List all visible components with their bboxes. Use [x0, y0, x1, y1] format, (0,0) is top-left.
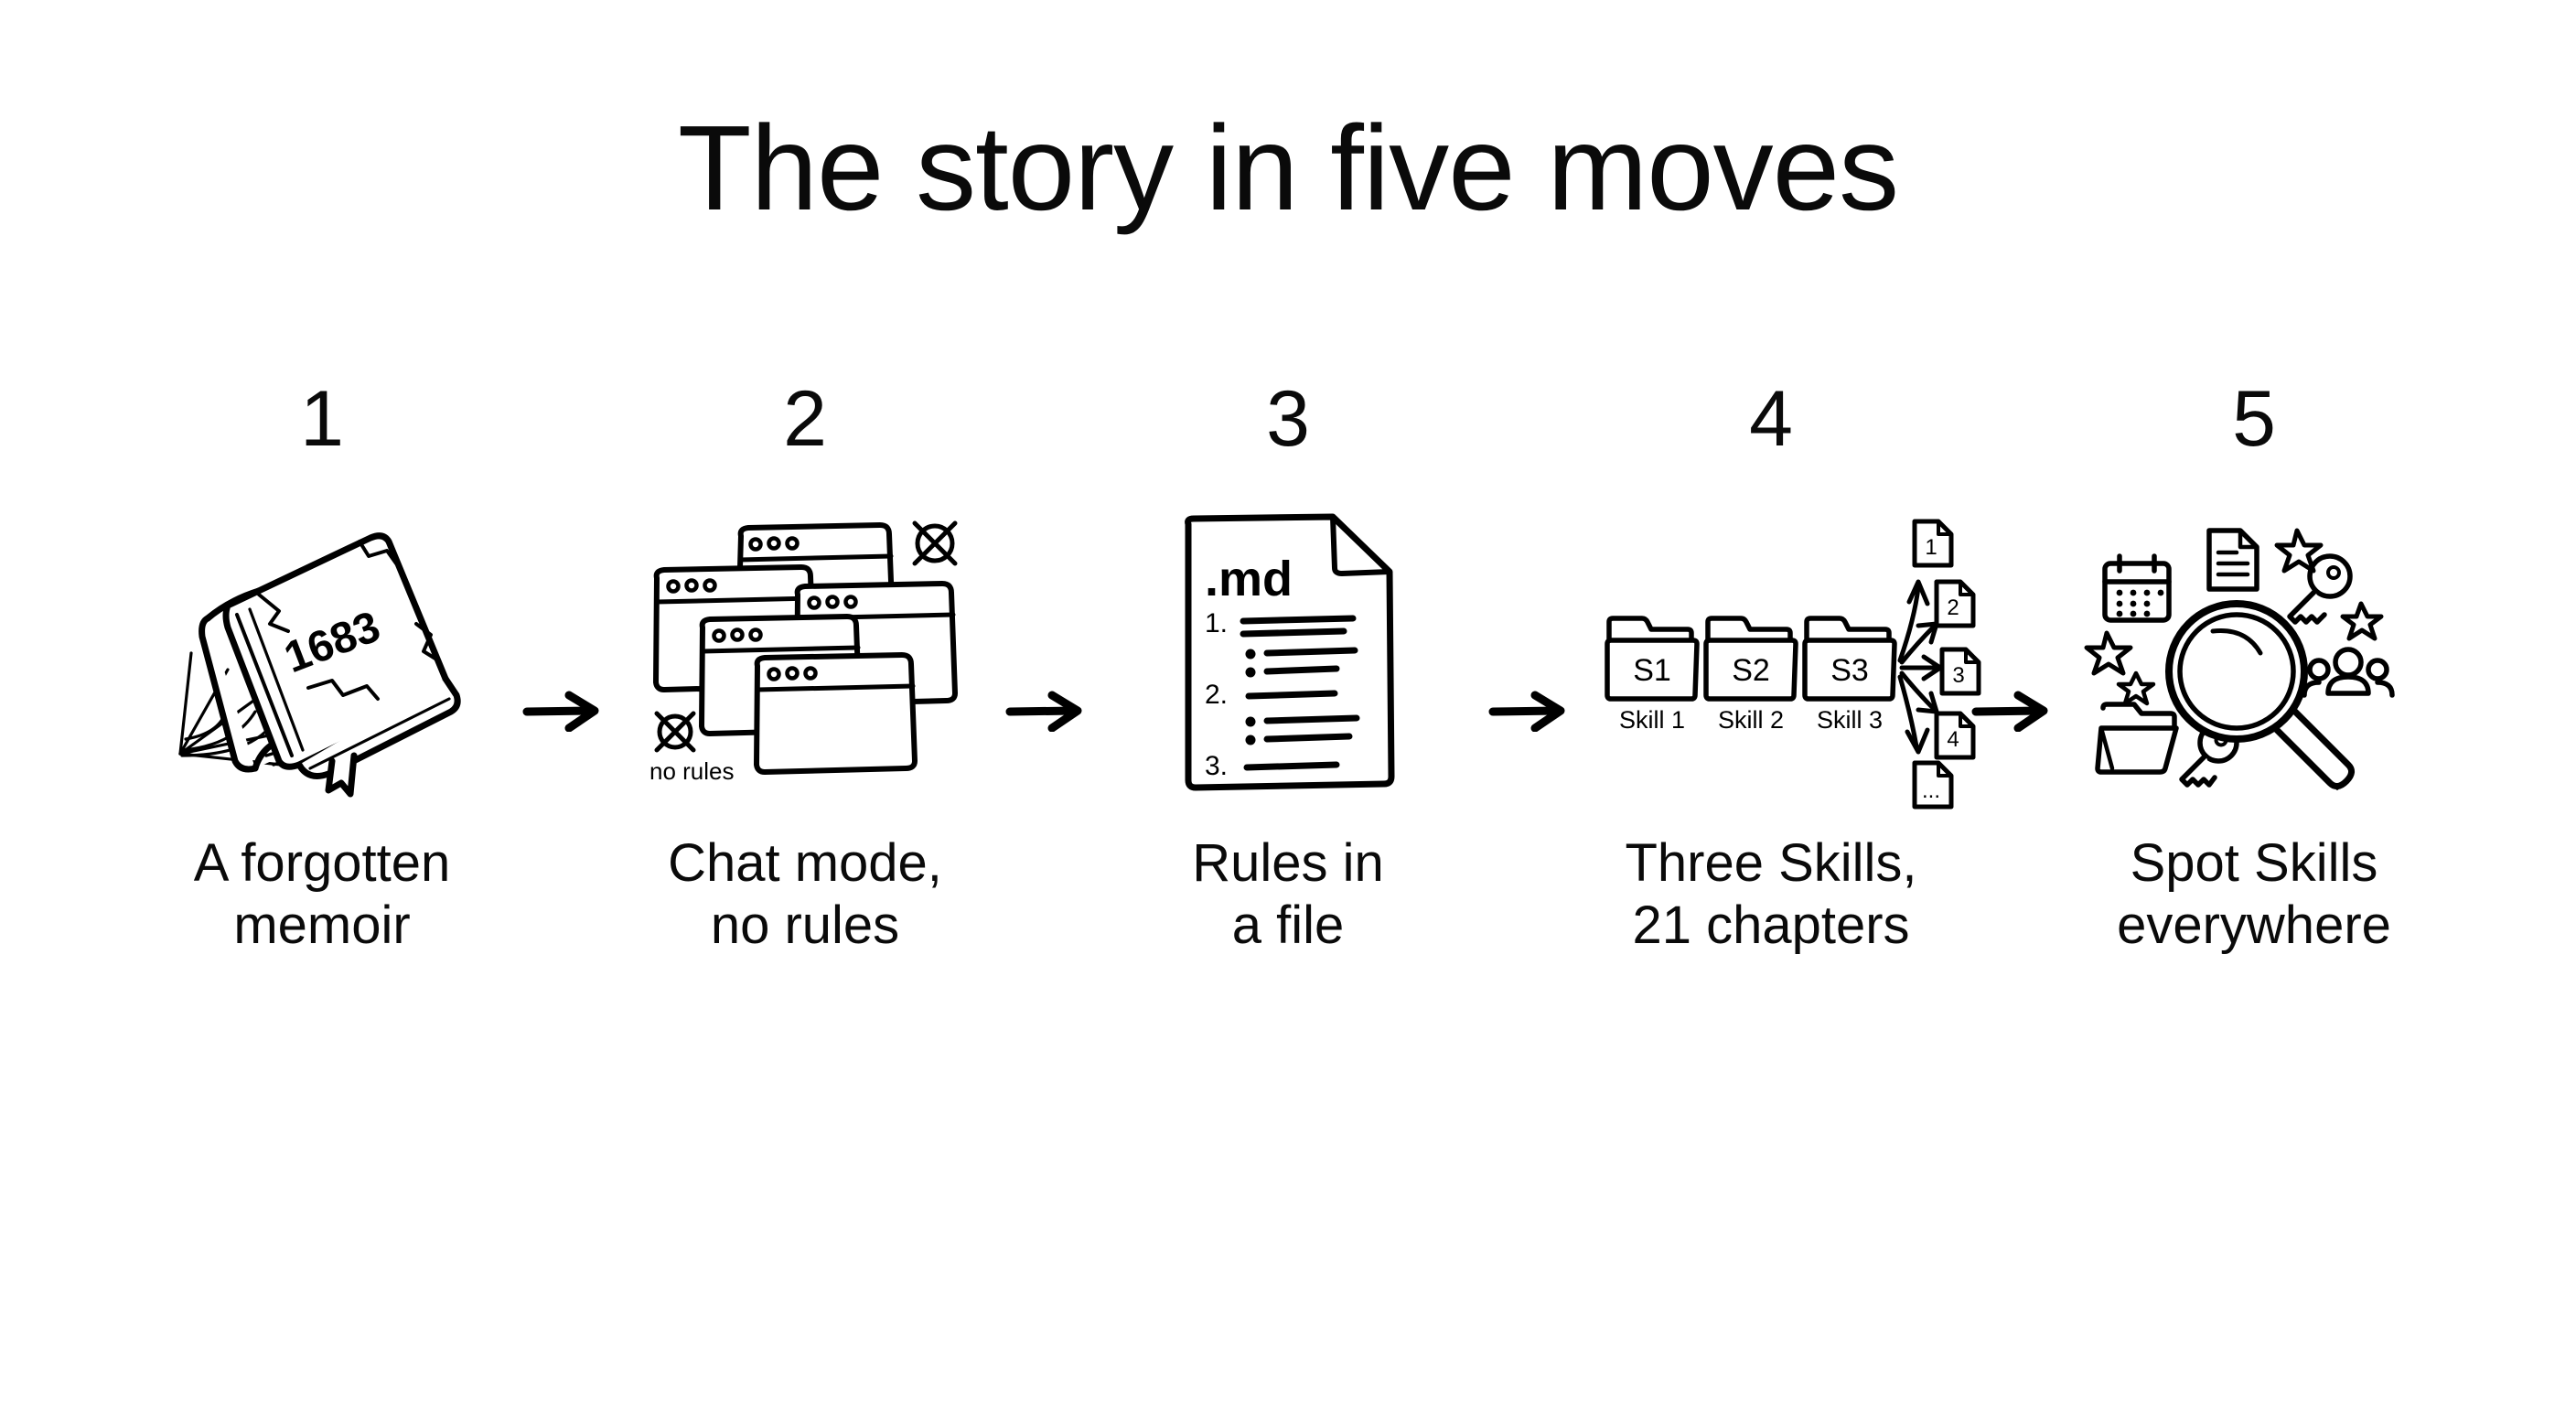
key-icon	[2287, 553, 2353, 625]
step-1: 1	[138, 375, 506, 957]
output-document: 2	[1934, 579, 1976, 628]
step-5-caption: Spot Skills everywhere	[2117, 833, 2391, 955]
open-folder-icon	[2095, 702, 2179, 775]
step-2-number: 2	[783, 375, 827, 463]
magnifier-icons-illustration	[2070, 516, 2438, 790]
arrow-2-to-3	[989, 375, 1104, 1034]
five-step-flow: 1	[0, 375, 2576, 1034]
svg-text:1: 1	[1925, 535, 1937, 560]
step-4-caption: Three Skills, 21 chapters	[1625, 833, 1917, 955]
svg-text:1.: 1.	[1205, 608, 1228, 638]
folder-tag: S2	[1732, 653, 1770, 688]
step-5: 5	[2070, 375, 2438, 957]
star-icon	[2084, 630, 2133, 676]
page-title: The story in five moves	[677, 101, 1899, 235]
arrow-4-to-5	[1955, 375, 2070, 1034]
no-symbol-icon	[912, 520, 958, 566]
step-2-caption: Chat mode, no rules	[668, 833, 942, 955]
skill-folder: S1 Skill 1	[1605, 616, 1700, 734]
arrow-right-icon	[522, 691, 599, 732]
folder-tag: S1	[1633, 653, 1671, 688]
no-rules-label: no rules	[649, 757, 735, 785]
md-extension-label: .md	[1205, 552, 1293, 606]
chat-windows-illustration: no rules	[621, 516, 989, 790]
svg-text:3: 3	[1952, 663, 1964, 688]
old-book-illustration: 1683	[138, 516, 506, 798]
step-3: 3 .md 1. 2.	[1104, 375, 1472, 957]
step-4-number: 4	[1749, 375, 1793, 463]
star-icon	[2340, 601, 2384, 641]
step-5-number: 5	[2232, 375, 2276, 463]
output-document: 3	[1939, 647, 1981, 696]
markdown-file-illustration: .md 1. 2. 3.	[1104, 513, 1472, 791]
calendar-icon	[2102, 553, 2172, 623]
document-icon	[2206, 528, 2259, 592]
folder-label: Skill 3	[1817, 706, 1883, 734]
skill-folder: S3 Skill 3	[1802, 616, 1897, 734]
output-document: 4	[1934, 711, 1976, 760]
step-1-number: 1	[300, 375, 344, 463]
people-group-icon	[2302, 647, 2395, 698]
chat-window	[754, 652, 918, 775]
star-icon	[2274, 528, 2324, 574]
md-list: 1. 2. 3.	[1205, 608, 1360, 781]
arrow-3-to-4	[1472, 375, 1587, 1034]
arrow-right-icon	[1971, 691, 2048, 732]
step-1-caption: A forgotten memoir	[193, 833, 451, 955]
output-document: 1	[1912, 519, 1954, 568]
arrow-right-icon	[1005, 691, 1082, 732]
svg-text:2: 2	[1947, 595, 1959, 620]
skill-folder: S2 Skill 2	[1703, 616, 1798, 734]
output-document: ...	[1912, 760, 1954, 810]
folder-tag: S3	[1830, 653, 1869, 688]
step-2: 2	[621, 375, 989, 957]
folder-label: Skill 1	[1619, 706, 1685, 734]
arrow-1-to-2	[506, 375, 621, 1034]
svg-text:4: 4	[1947, 727, 1959, 752]
step-3-caption: Rules in a file	[1192, 833, 1384, 955]
no-symbol-icon	[654, 711, 696, 753]
step-4: 4 S1 Skill 1 S2 Skill 2	[1587, 375, 1981, 957]
step-3-number: 3	[1266, 375, 1310, 463]
svg-text:2.: 2.	[1205, 680, 1228, 710]
arrow-right-icon	[1488, 691, 1565, 732]
star-icon	[2116, 670, 2156, 706]
skills-folders-illustration: S1 Skill 1 S2 Skill 2 S3 Skill 3	[1587, 516, 1981, 810]
svg-text:3.: 3.	[1205, 751, 1228, 781]
folder-label: Skill 2	[1718, 706, 1784, 734]
magnifying-glass-icon	[2165, 600, 2355, 790]
svg-text:...: ...	[1922, 778, 1940, 803]
fanout-arrows	[1897, 579, 1943, 755]
